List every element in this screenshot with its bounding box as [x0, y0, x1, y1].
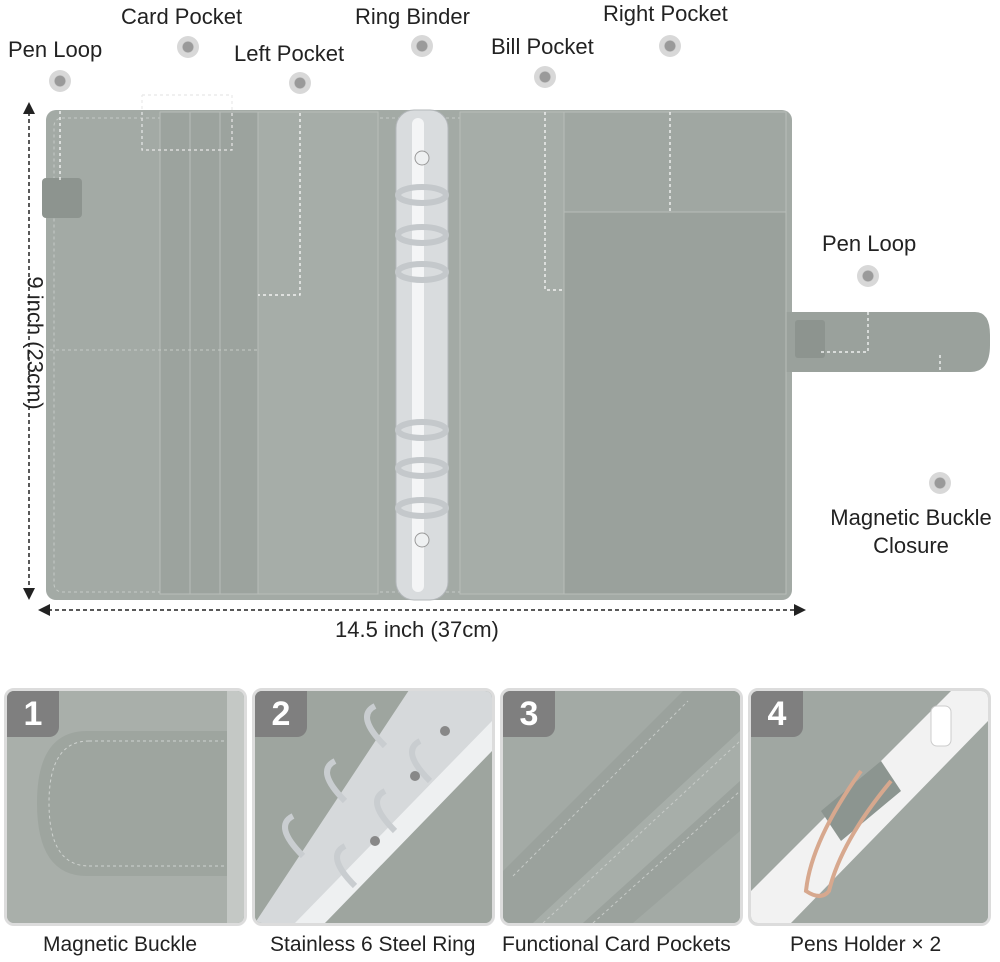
arrow-up-icon [23, 102, 35, 114]
callout-leader-lines [59, 58, 941, 470]
feature-caption-magnetic-buckle: Magnetic Buckle [43, 933, 198, 956]
callout-dot-card-pocket [177, 36, 199, 58]
feature-number-badge: 2 [255, 691, 307, 737]
feature-panel-card-pockets: 3 [500, 688, 743, 926]
label-magnetic-closure: Magnetic Buckle Closure [830, 505, 992, 558]
callout-dot-pen-loop-right [857, 265, 879, 287]
callout-dot-magnetic-closure [929, 472, 951, 494]
feature-caption-pens-holder: Pens Holder × 2 [790, 933, 942, 956]
magnetic-strap [780, 312, 990, 372]
rivet-bottom [414, 532, 430, 548]
feature-panel-magnetic-buckle: 1 [4, 688, 247, 926]
card-pockets-illustration [503, 691, 740, 923]
label-pen-loop-left: Pen Loop [8, 37, 103, 62]
label-left-pocket: Left Pocket [234, 41, 345, 66]
bill-pocket [459, 111, 565, 595]
callout-dot-ring-binder [411, 35, 433, 57]
feature-caption-steel-ring: Stainless 6 Steel Ring [270, 933, 476, 956]
feature-panel-pens-holder: 4 [748, 688, 991, 926]
right-pocket-inner [563, 211, 787, 595]
binder-rings [395, 184, 449, 519]
label-ring-binder: Ring Binder [355, 4, 470, 29]
callout-dot-right-pocket [659, 35, 681, 57]
feature-number-badge: 1 [7, 691, 59, 737]
callout-dot-left-pocket [289, 72, 311, 94]
label-bill-pocket: Bill Pocket [491, 34, 594, 59]
binder-illustration [23, 58, 990, 616]
feature-caption-card-pockets: Functional Card Pockets [502, 933, 731, 956]
rivet-top [414, 150, 430, 166]
label-right-pocket: Right Pocket [603, 1, 728, 26]
left-pocket [257, 111, 379, 595]
pen-loop-right [795, 320, 825, 358]
callout-dot-pen-loop-left [49, 70, 71, 92]
arrow-down-icon [23, 588, 35, 600]
height-dimension-label: 9 inch (23cm) [22, 276, 48, 410]
label-pen-loop-right: Pen Loop [822, 231, 917, 256]
card-pockets [159, 111, 259, 595]
width-dimension-label: 14.5 inch (37cm) [335, 617, 499, 642]
arrow-right-icon [794, 604, 806, 616]
callout-dot-bill-pocket [534, 66, 556, 88]
pen-loop-left [42, 178, 82, 218]
label-card-pocket: Card Pocket [121, 4, 243, 29]
feature-number-badge: 4 [751, 691, 803, 737]
feature-panel-steel-ring: 2 [252, 688, 495, 926]
feature-number-badge: 3 [503, 691, 555, 737]
arrow-left-icon [38, 604, 50, 616]
